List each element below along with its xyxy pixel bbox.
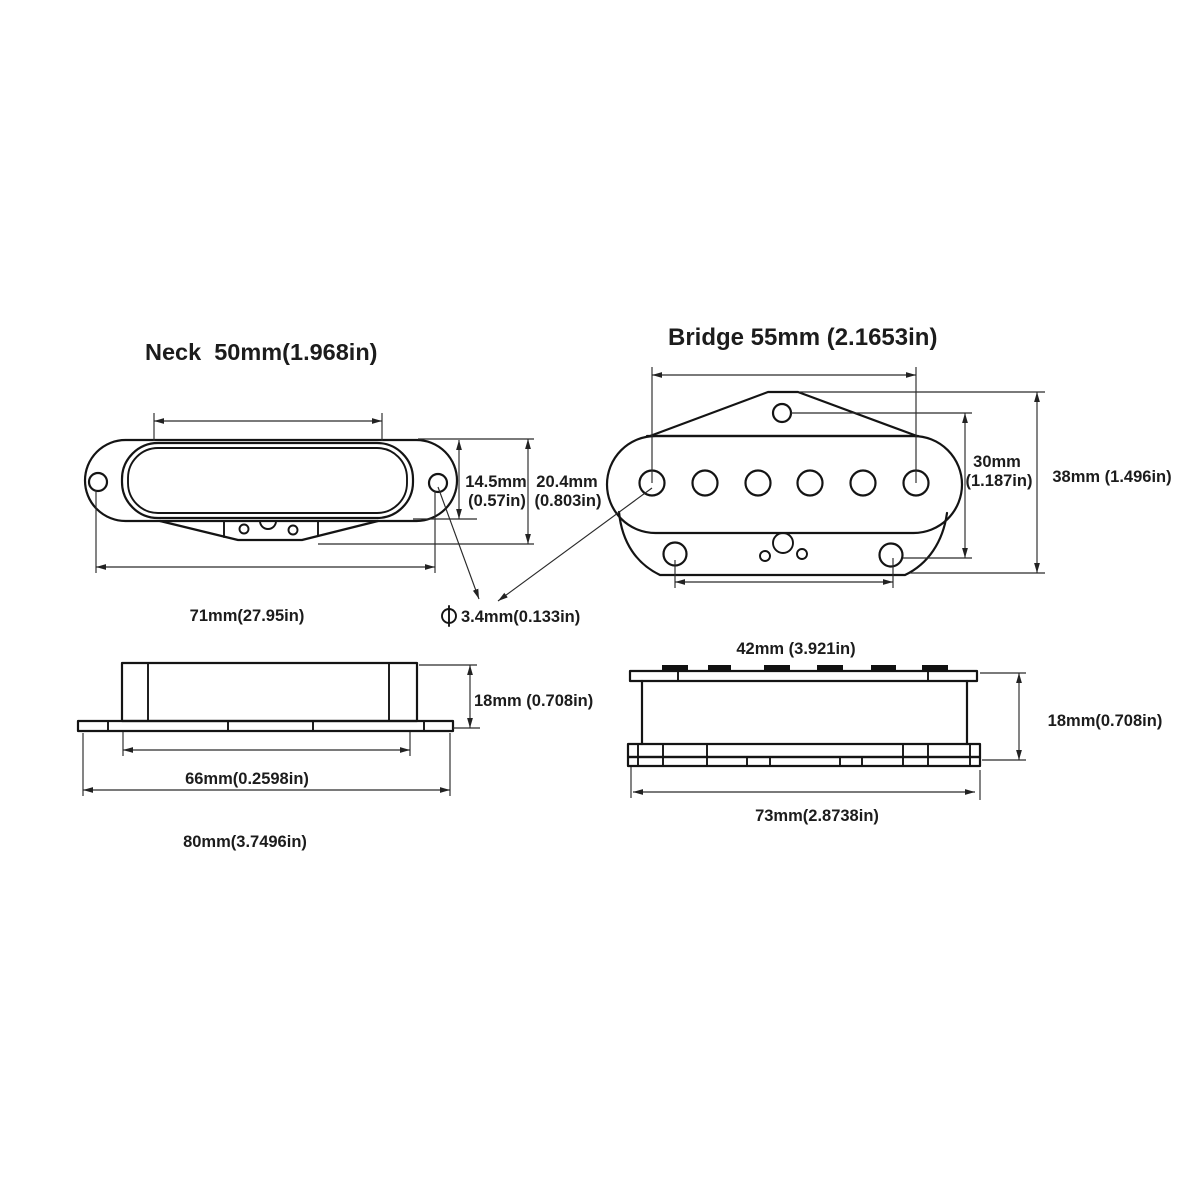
neck-dim-cover-height: 14.5mm (0.57in) (413, 438, 534, 520)
bridge-mount-hole-right (878, 542, 904, 568)
bridge-top-plate-outline (648, 390, 919, 438)
bridge-side-view: 42mm (3.921in) (626, 640, 1163, 825)
bridge-side-pole-tabs (662, 665, 948, 672)
bridge-screw-hole-height-in: (1.187in) (966, 472, 1033, 490)
neck-base-height-mm: 20.4mm (536, 473, 597, 491)
neck-top-view: Neck 50mm(1.968in) (83, 339, 602, 625)
mount-hole-diameter-callout: 3.4mm(0.133in) (437, 486, 653, 627)
neck-mount-hole-left (87, 471, 109, 493)
neck-cover-height-in: (0.57in) (468, 492, 526, 510)
bridge-plate-screw-hole (771, 402, 793, 424)
neck-baseplate-outline (158, 519, 380, 542)
bridge-side-baseplate-lower (626, 755, 982, 768)
diameter-symbol-icon (441, 605, 457, 627)
bridge-bottom-width-label: 73mm(2.8738in) (755, 807, 879, 825)
neck-mount-hole-right (427, 472, 449, 494)
neck-cover-top-inner-lip (127, 447, 408, 514)
leader-from-bridge-hole (497, 487, 653, 602)
bridge-screw-hole-height-mm: 30mm (973, 453, 1021, 471)
neck-baseplate (158, 519, 380, 542)
bridge-dim-pole-span (651, 367, 917, 483)
neck-dim-outer-width: 80mm(3.7496in) (82, 733, 451, 851)
bridge-pole-pieces (638, 469, 930, 497)
neck-baseplate-notch (259, 520, 277, 530)
neck-cover-height-mm: 14.5mm (465, 473, 526, 491)
neck-dim-side-height: 18mm (0.708in) (419, 664, 593, 729)
bridge-center-hole (772, 532, 794, 554)
bridge-pole-5 (849, 469, 877, 497)
neck-dim-mount-span: 71mm(27.95in) (95, 490, 436, 625)
bridge-dim-mount-span (674, 558, 894, 588)
bridge-top-width-label: 42mm (3.921in) (736, 640, 855, 658)
neck-dim-pole-span (153, 413, 383, 441)
bridge-center-hole-small-left (759, 550, 771, 562)
neck-side-view: 18mm (0.708in) 66mm(0.2598in) 80mm(3.749… (76, 661, 593, 851)
bridge-center-hole-small-right (796, 548, 808, 560)
bridge-bottom-wing-outline (617, 510, 949, 577)
bridge-overall-height-label: 38mm (1.496in) (1052, 468, 1171, 486)
neck-side-body (120, 661, 419, 723)
neck-title: Neck 50mm(1.968in) (145, 339, 378, 365)
bridge-top-view: Bridge 55mm (2.1653in) (605, 324, 1172, 588)
bridge-side-baseplate-upper-seams (637, 743, 971, 758)
bridge-side-baseplate-lower-seams (637, 756, 971, 767)
neck-dim-inner-width: 66mm(0.2598in) (122, 732, 411, 788)
bridge-dim-overall-height: 38mm (1.496in) (800, 391, 1172, 574)
bridge-pole-3 (744, 469, 772, 497)
bridge-title: Bridge 55mm (2.1653in) (668, 324, 937, 351)
mount-hole-diameter-label: 3.4mm(0.133in) (461, 608, 580, 626)
bridge-pole-2 (691, 469, 719, 497)
bridge-side-height-label: 18mm(0.708in) (1048, 712, 1163, 730)
bridge-pole-4 (796, 469, 824, 497)
neck-inner-width-label: 66mm(0.2598in) (185, 770, 309, 788)
neck-baseplate-screw-right (287, 524, 299, 536)
bridge-side-top-plate (628, 669, 979, 683)
neck-side-flange (76, 719, 455, 733)
neck-dim-base-height: 20.4mm (0.803in) (318, 439, 602, 545)
bridge-body-outline (605, 434, 964, 535)
bridge-dim-side-height: 18mm(0.708in) (980, 672, 1163, 761)
neck-cover-outer-outline (83, 438, 459, 523)
neck-side-height-label: 18mm (0.708in) (474, 692, 593, 710)
neck-base-height-in: (0.803in) (535, 492, 602, 510)
neck-width-label: 71mm(27.95in) (190, 607, 305, 625)
bridge-dim-screw-to-hole: 30mm (1.187in) (791, 412, 1033, 559)
bridge-dim-bottom-width: 73mm(2.8738in) (630, 767, 981, 825)
neck-cover-top-outline (120, 441, 415, 520)
neck-baseplate-screw-left (238, 523, 250, 535)
leader-from-neck-hole (437, 486, 480, 600)
neck-outer-width-label: 80mm(3.7496in) (183, 833, 307, 851)
